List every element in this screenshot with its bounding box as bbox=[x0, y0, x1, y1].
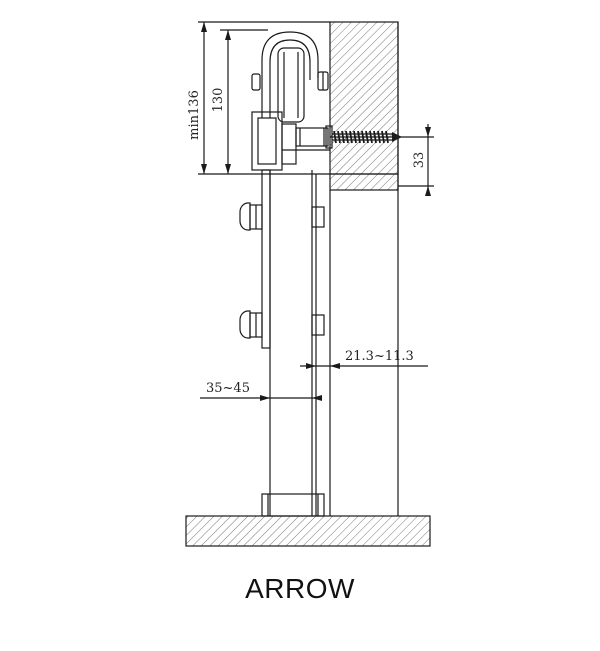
strap-bolt-upper bbox=[239, 202, 325, 231]
wall-header-block bbox=[329, 21, 399, 175]
bracket-plate bbox=[251, 111, 283, 171]
dim-min136-label: min136 bbox=[187, 90, 202, 140]
wall-header-lower bbox=[329, 173, 399, 191]
wheel bbox=[277, 47, 305, 123]
caption-title: ARROW bbox=[245, 573, 355, 604]
wheel-hanger bbox=[261, 31, 319, 118]
dim-door-thickness-label: 35~45 bbox=[206, 381, 250, 396]
door-strap bbox=[261, 169, 271, 349]
strap-bolt-lower bbox=[239, 310, 325, 339]
dim-wall-gap-label: 21.3~11.3 bbox=[345, 349, 414, 364]
wall-bolt-spacer bbox=[295, 127, 329, 147]
floor-guide bbox=[261, 493, 325, 517]
dim-130-label: 130 bbox=[211, 88, 226, 113]
floor-slab bbox=[185, 515, 431, 547]
dim-33-label: 33 bbox=[412, 152, 427, 169]
